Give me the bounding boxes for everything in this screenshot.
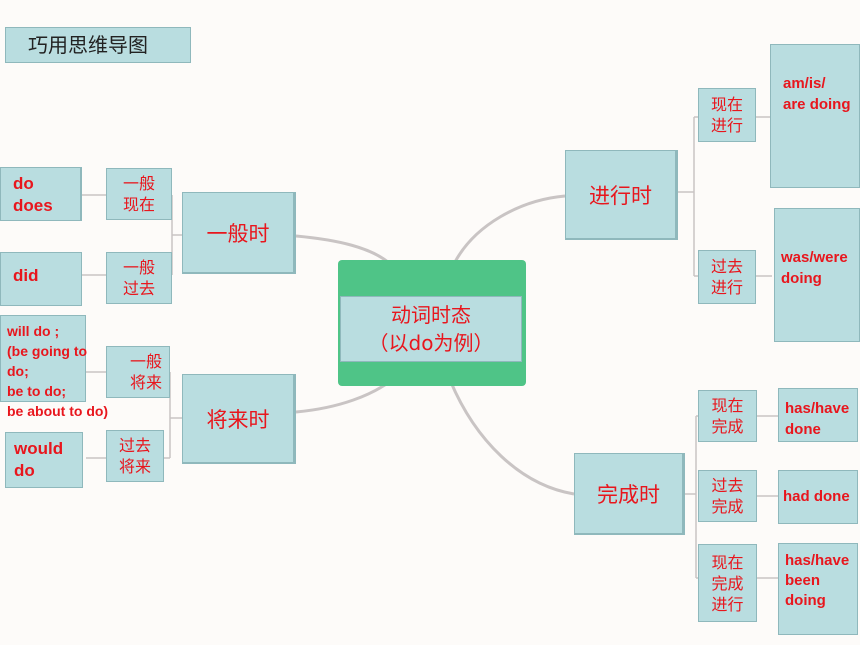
label-line: 过去 (710, 257, 743, 276)
label-line: 进行 (710, 116, 743, 135)
label-line: 一般 (122, 174, 155, 193)
label-line: 现在 (122, 195, 155, 214)
leaf-line: am/is/ (783, 75, 826, 92)
node-past-perfect: 过去完成 (698, 470, 757, 522)
leaf-do-does: do does (0, 167, 82, 221)
leaf-line: doing (785, 592, 826, 609)
leaf-has-have-done: has/have done (778, 388, 858, 442)
leaf-line: had done (783, 488, 850, 505)
leaf-would-do: would do (5, 432, 83, 488)
node-present-progressive: 现在进行 (698, 88, 756, 142)
leaf-line: (be going to (7, 343, 88, 359)
central-topic-line2: （以do为例） (368, 331, 494, 355)
label-line: 进行 (711, 594, 744, 614)
label-line: 进行 (710, 278, 743, 297)
central-topic-line1: 动词时态 (391, 303, 471, 327)
node-present-perfect: 现在完成 (698, 390, 757, 442)
node-past-progressive: 过去进行 (698, 250, 756, 304)
leaf-line: does (13, 196, 53, 215)
node-simple-tense: 一般时 (182, 192, 296, 274)
node-simple-past: 一般过去 (106, 252, 172, 304)
leaf-line: doing (781, 270, 822, 287)
leaf-line: been (785, 572, 821, 589)
leaf-line: do (14, 461, 35, 480)
node-progressive-tense-label: 进行时 (589, 183, 652, 208)
label-line: 完成 (711, 417, 744, 436)
label-line: 一般 (122, 258, 155, 277)
label-line: 完成 (711, 573, 744, 593)
page-title: 巧用思维导图 (5, 27, 191, 63)
leaf-did: did (0, 252, 82, 306)
central-topic: 动词时态 （以do为例） (340, 296, 522, 362)
node-perfect-tense-label: 完成时 (597, 482, 660, 507)
label-line: 过去 (118, 436, 151, 455)
label-line: 现在 (711, 396, 744, 415)
leaf-was-were-doing: was/were doing (774, 208, 860, 342)
leaf-line: did (13, 266, 39, 285)
node-progressive-tense: 进行时 (565, 150, 678, 240)
leaf-line: do (13, 174, 34, 193)
node-present-perfect-progressive: 现在完成进行 (698, 544, 757, 622)
leaf-line: be to do; (7, 383, 67, 399)
node-simple-present: 一般现在 (106, 168, 172, 220)
label-line: 一般 (129, 352, 162, 371)
node-future-tense: 将来时 (182, 374, 296, 464)
leaf-line: was/were (781, 249, 848, 266)
leaf-line: has/have (785, 400, 850, 417)
label-line: 将来 (118, 457, 151, 476)
leaf-line: be about to do) (7, 403, 109, 419)
leaf-line: has/have (785, 552, 850, 569)
node-simple-tense-label: 一般时 (206, 221, 270, 246)
label-line: 过去 (122, 279, 155, 298)
leaf-line: are doing (783, 96, 851, 113)
leaf-line: do; (7, 363, 29, 379)
leaf-line: will do ; (7, 323, 60, 339)
node-future-tense-label: 将来时 (206, 407, 270, 432)
label-line: 现在 (710, 95, 743, 114)
node-perfect-tense: 完成时 (574, 453, 685, 535)
leaf-line: would (14, 439, 64, 458)
label-line: 现在 (711, 552, 744, 572)
label-line: 完成 (711, 497, 744, 516)
node-past-future: 过去将来 (106, 430, 164, 482)
leaf-am-is-are-doing: am/is/ are doing (770, 44, 860, 188)
leaf-had-done: had done (778, 470, 858, 524)
leaf-line: done (785, 421, 821, 438)
label-line: 过去 (711, 476, 744, 495)
leaf-will-do: will do ; (be going to do; be to do; be … (0, 315, 108, 419)
node-simple-future: 一般将来 (106, 346, 170, 398)
leaf-has-have-been-doing: has/have been doing (778, 543, 858, 635)
label-line: 将来 (129, 373, 162, 392)
